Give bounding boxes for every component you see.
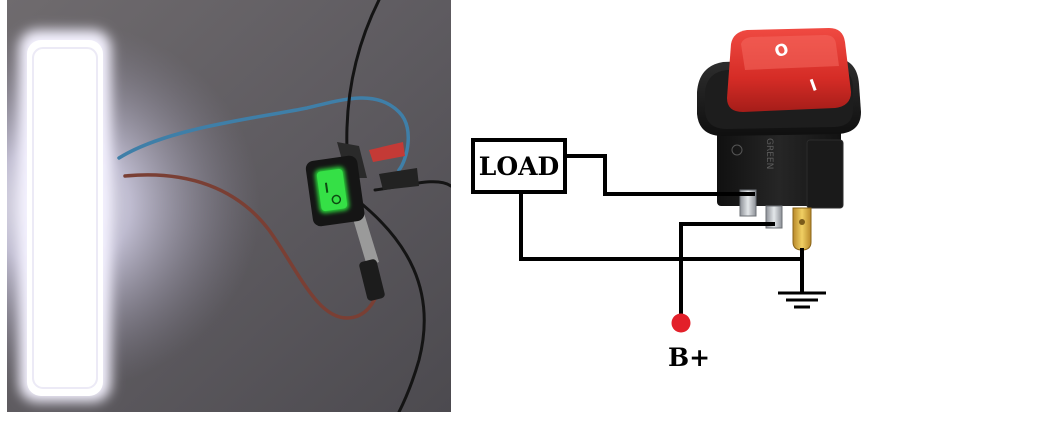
switch-off-mark: O bbox=[772, 39, 791, 62]
led-bar bbox=[19, 30, 111, 402]
wiring-diagram-svg: GREEN O I bbox=[471, 28, 861, 372]
wire-load-to-switch bbox=[565, 154, 755, 196]
load-box: LOAD bbox=[471, 138, 567, 194]
rocker-switch: GREEN O I bbox=[697, 28, 861, 251]
battery-terminal-dot bbox=[671, 313, 691, 333]
load-label: LOAD bbox=[479, 152, 559, 181]
switch-terminal-load bbox=[739, 189, 757, 217]
switch-terminal-ground bbox=[792, 207, 812, 251]
battery-label: B+ bbox=[668, 343, 710, 372]
setup-photo-illustration bbox=[7, 0, 451, 412]
schematic-wires bbox=[519, 154, 804, 322]
switch-body-marking: GREEN bbox=[764, 138, 774, 169]
wiring-diagram: GREEN O I bbox=[455, 0, 1043, 426]
ground-icon bbox=[778, 291, 826, 309]
wire-battery-to-switch bbox=[679, 222, 775, 322]
wire-load-to-ground bbox=[519, 192, 802, 261]
setup-photo bbox=[7, 0, 451, 412]
photo-green-switch bbox=[305, 155, 365, 227]
